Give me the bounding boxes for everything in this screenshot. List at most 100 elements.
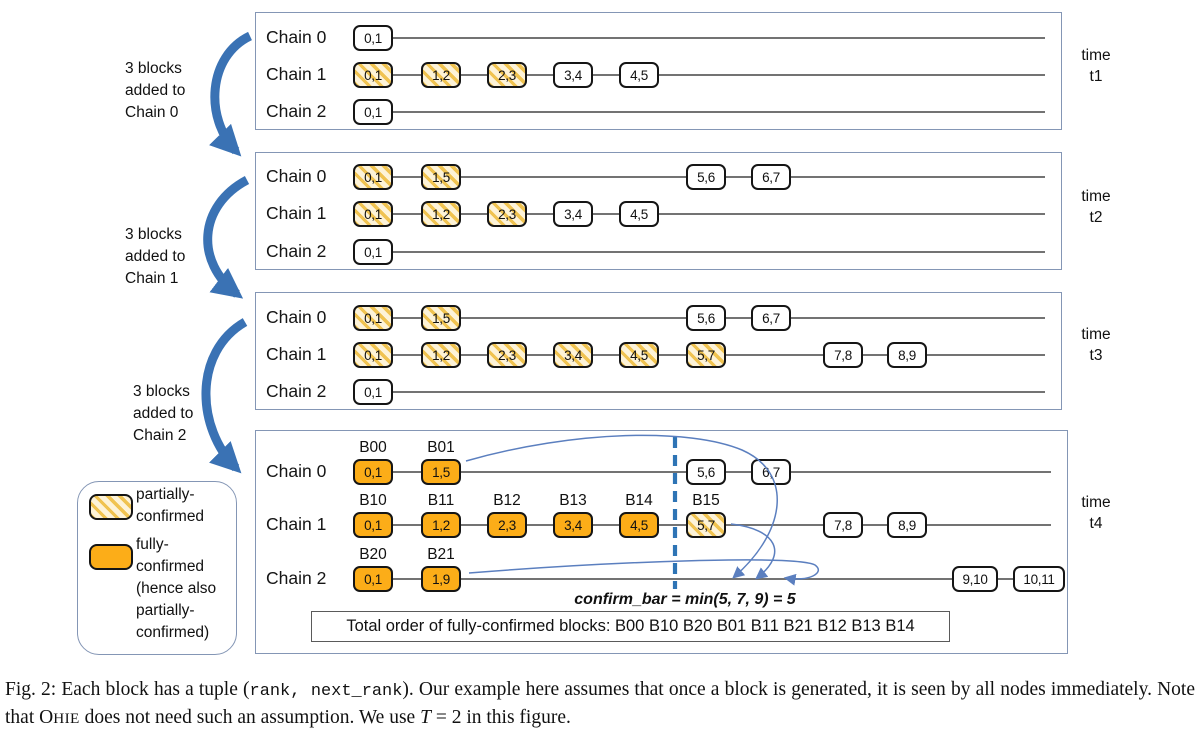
block-3-4: 3,4 <box>553 342 593 368</box>
block-B10: 0,1 <box>353 512 393 538</box>
block-7-8: 7,8 <box>823 342 863 368</box>
block-1-2: 1,2 <box>421 342 461 368</box>
block-B01: 1,5 <box>421 459 461 485</box>
chain-label: Chain 2 <box>266 568 327 588</box>
block-label-B10: B10 <box>359 492 387 509</box>
block-6-7: 6,7 <box>751 305 791 331</box>
block-B00: 0,1 <box>353 459 393 485</box>
block-2-3: 2,3 <box>487 342 527 368</box>
chain-line <box>373 74 1045 76</box>
block-B11: 1,2 <box>421 512 461 538</box>
block-6-7: 6,7 <box>751 459 791 485</box>
block-0-1: 0,1 <box>353 62 393 88</box>
legend-swatch-fully-confirmed <box>89 544 133 570</box>
block-label-B12: B12 <box>493 492 521 509</box>
caption-segment: does not need such an assumption. We use <box>79 706 421 728</box>
chain-line <box>373 391 1045 393</box>
block-2-3: 2,3 <box>487 201 527 227</box>
chain-line <box>373 213 1045 215</box>
block-4-5: 4,5 <box>619 201 659 227</box>
block-0-1: 0,1 <box>353 164 393 190</box>
figure-caption: Fig. 2: Each block has a tuple (rank, ne… <box>5 676 1195 731</box>
legend-label-partially-confirmed: partially-confirmed <box>136 486 205 525</box>
block-B12: 2,3 <box>487 512 527 538</box>
block-B13: 3,4 <box>553 512 593 538</box>
block-6-7: 6,7 <box>751 164 791 190</box>
block-label-B15: B15 <box>692 492 720 509</box>
block-0-1: 0,1 <box>353 305 393 331</box>
chain-line <box>373 37 1045 39</box>
block-B14: 4,5 <box>619 512 659 538</box>
thick-arrow-3 <box>201 318 248 474</box>
block-4-5: 4,5 <box>619 62 659 88</box>
block-label-B21: B21 <box>427 546 455 563</box>
block-label-B20: B20 <box>359 546 387 563</box>
block-4-5: 4,5 <box>619 342 659 368</box>
block-0-1: 0,1 <box>353 379 393 405</box>
block-1-5: 1,5 <box>421 305 461 331</box>
block-10-11: 10,11 <box>1013 566 1065 592</box>
chain-label: Chain 1 <box>266 203 327 223</box>
block-0-1: 0,1 <box>353 25 393 51</box>
block-8-9: 8,9 <box>887 342 927 368</box>
block-0-1: 0,1 <box>353 201 393 227</box>
block-0-1: 0,1 <box>353 99 393 125</box>
total-order-box: Total order of fully-confirmed blocks: B… <box>311 611 950 642</box>
legend: partially-confirmed fully-confirmed(hence… <box>77 481 237 655</box>
block-B21: 1,9 <box>421 566 461 592</box>
block-3-4: 3,4 <box>553 62 593 88</box>
block-1-2: 1,2 <box>421 201 461 227</box>
block-B15: 5,7 <box>686 512 726 538</box>
block-7-8: 7,8 <box>823 512 863 538</box>
caption-segment: rank, next_rank <box>249 682 403 701</box>
thick-arrow-1 <box>209 31 253 157</box>
confirm-bar-text: confirm_bar = min(5, 7, 9) = 5 <box>574 591 796 608</box>
chain-label: Chain 1 <box>266 64 327 84</box>
block-1-5: 1,5 <box>421 164 461 190</box>
block-1-2: 1,2 <box>421 62 461 88</box>
caption-segment: HIE <box>53 709 80 727</box>
block-9-10: 9,10 <box>952 566 998 592</box>
block-8-9: 8,9 <box>887 512 927 538</box>
chain-label: Chain 0 <box>266 307 327 327</box>
caption-segment: ). Our example here assumes that once a … <box>5 679 1195 728</box>
chain-line <box>373 578 1051 580</box>
block-0-1: 0,1 <box>353 342 393 368</box>
chain-label: Chain 1 <box>266 514 327 534</box>
block-0-1: 0,1 <box>353 239 393 265</box>
block-label-B13: B13 <box>559 492 587 509</box>
legend-swatch-partially-confirmed <box>89 494 133 520</box>
thick-arrow-2 <box>203 176 250 299</box>
block-5-6: 5,6 <box>686 305 726 331</box>
chain-label: Chain 0 <box>266 166 327 186</box>
block-5-6: 5,6 <box>686 164 726 190</box>
block-B20: 0,1 <box>353 566 393 592</box>
chain-label: Chain 1 <box>266 344 327 364</box>
block-label-B11: B11 <box>427 492 455 509</box>
chain-label: Chain 0 <box>266 461 327 481</box>
block-2-3: 2,3 <box>487 62 527 88</box>
chain-label: Chain 2 <box>266 241 327 261</box>
block-label-B14: B14 <box>625 492 653 509</box>
chain-label: Chain 0 <box>266 27 327 47</box>
chain-line <box>373 251 1045 253</box>
caption-segment: T <box>420 706 431 728</box>
chain-line <box>373 111 1045 113</box>
block-5-6: 5,6 <box>686 459 726 485</box>
block-3-4: 3,4 <box>553 201 593 227</box>
caption-segment: Fig. 2: Each block has a tuple ( <box>5 679 250 700</box>
block-label-B01: B01 <box>427 439 455 456</box>
chain-label: Chain 2 <box>266 101 327 121</box>
